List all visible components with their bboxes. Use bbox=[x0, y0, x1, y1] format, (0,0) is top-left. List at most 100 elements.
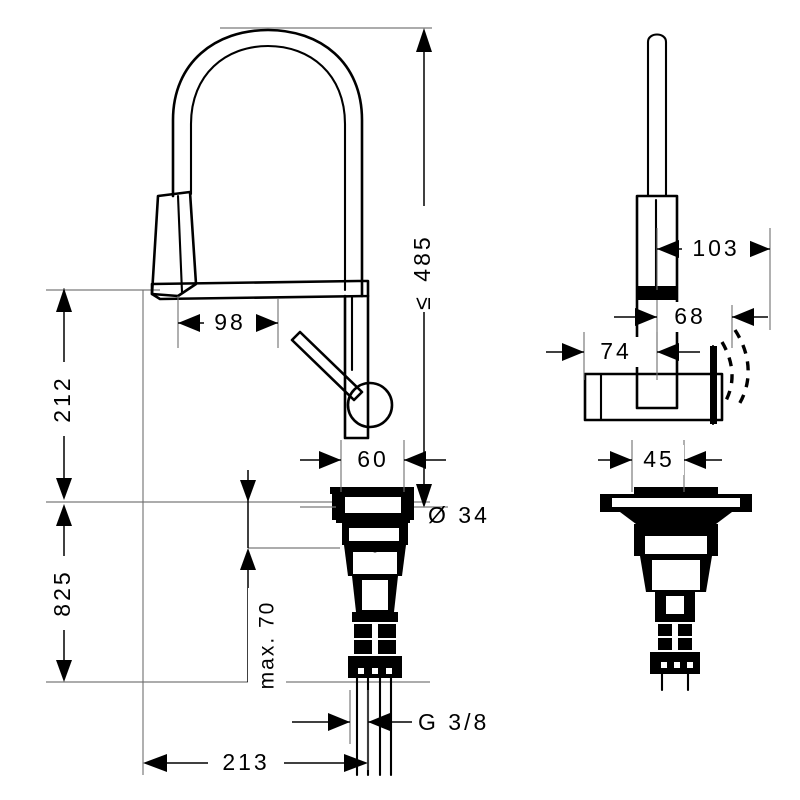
side-spray-head bbox=[646, 33, 668, 198]
dim-825-text-bg bbox=[46, 556, 84, 630]
connector-gap-1 bbox=[372, 624, 378, 638]
shank-nut-screw bbox=[371, 545, 379, 553]
swivel-arc-indicator-inner bbox=[720, 341, 734, 405]
pull-down-spray-head bbox=[150, 190, 198, 298]
dimension-max-deck-thickness: max. 70 bbox=[240, 470, 340, 706]
dim-825-arrow-top bbox=[56, 504, 72, 526]
threaded-shank-inner bbox=[362, 580, 388, 610]
spout-horizontal-bar bbox=[150, 279, 370, 301]
dim-60-arrow-left bbox=[319, 451, 341, 469]
gooseneck-spout-inner bbox=[189, 44, 347, 292]
lever-handle-bar bbox=[290, 330, 364, 402]
dim-60-arrow-right bbox=[404, 451, 426, 469]
escutcheon-inner bbox=[345, 497, 401, 513]
dim-g38-arrow-right bbox=[368, 713, 390, 731]
dim-g38-label: G 3/8 bbox=[418, 709, 489, 735]
dim-45-label: 45 bbox=[643, 446, 675, 472]
dim-98-arrow-right bbox=[256, 314, 278, 332]
dim-70-arrow-upper bbox=[240, 480, 256, 502]
dim-213-label: 213 bbox=[222, 749, 269, 775]
dim-68-arrow-right bbox=[732, 308, 754, 326]
dimension-side-68: 68 bbox=[614, 300, 768, 354]
side-base-gap-1 bbox=[661, 662, 667, 668]
deck-nut-inner bbox=[349, 528, 399, 541]
dim-45-arrow-left bbox=[610, 451, 632, 469]
side-shank-nut-inner bbox=[652, 560, 700, 590]
connector-base-gap-3 bbox=[386, 668, 392, 674]
dim-485-arrow-bottom bbox=[416, 484, 432, 508]
dim-213-arrow-left bbox=[143, 754, 167, 772]
dim-98-arrow-left bbox=[178, 314, 200, 332]
dim-103-arrow-left bbox=[657, 240, 679, 258]
dim-485-text-bg bbox=[404, 206, 444, 312]
side-rib-gap-1 bbox=[672, 624, 678, 636]
escutcheon-bottom-plate bbox=[336, 518, 410, 523]
dim-74-text-bg bbox=[590, 337, 646, 367]
dim-212-label: 212 bbox=[49, 375, 75, 422]
side-escutcheon-top bbox=[634, 487, 718, 494]
connector-base bbox=[348, 656, 402, 678]
dim-98-text-bg bbox=[204, 308, 256, 338]
dim-74-arrow-left bbox=[562, 343, 584, 361]
dimension-install-heights: 212 825 bbox=[46, 288, 84, 682]
body-column bbox=[343, 294, 370, 440]
side-deck-nut-inner bbox=[645, 536, 707, 554]
shank-nut-inner bbox=[353, 552, 397, 574]
side-escutcheon-inner bbox=[612, 498, 740, 507]
dim-825-arrow-bottom bbox=[56, 660, 72, 682]
dimension-side-74: 74 bbox=[546, 332, 700, 380]
dim-60-text-bg bbox=[346, 445, 400, 475]
dim-485-prefix: ≤ bbox=[409, 294, 435, 310]
dim-diameter-label: Ø 34 bbox=[428, 502, 490, 528]
dim-825-label: 825 bbox=[49, 569, 75, 616]
dim-60-label: 60 bbox=[357, 446, 389, 472]
side-base-gap-3 bbox=[687, 662, 693, 668]
spray-head-seam bbox=[176, 194, 184, 294]
dimension-overall-height: 485 ≤ bbox=[404, 28, 444, 508]
dim-103-arrow-right bbox=[748, 240, 770, 258]
connector-base-gap-2 bbox=[372, 668, 378, 674]
connector-base-gap-1 bbox=[358, 668, 364, 674]
side-escutcheon-bevel bbox=[620, 512, 732, 524]
connector-gap-2 bbox=[372, 640, 378, 654]
dimension-side-45: 45 bbox=[598, 440, 722, 492]
dim-68-text-bg bbox=[664, 302, 720, 332]
dim-103-text-bg bbox=[682, 234, 750, 264]
side-handle-edge bbox=[710, 346, 717, 424]
dimension-spout-reach: 98 bbox=[177, 296, 279, 348]
dim-485-arrow-top bbox=[416, 28, 432, 52]
side-elevation-faucet bbox=[583, 33, 752, 692]
dim-212-arrow-bottom bbox=[56, 478, 72, 500]
dim-213-text-bg bbox=[208, 748, 284, 778]
side-collar-band bbox=[637, 286, 677, 300]
dim-98-label: 98 bbox=[214, 309, 246, 335]
lever-handle-pivot bbox=[346, 381, 394, 429]
side-base-gap-2 bbox=[674, 662, 680, 668]
dim-g38-arrow-left bbox=[328, 713, 350, 731]
gooseneck-spout-outer bbox=[171, 28, 364, 298]
dimension-hole-diameter: Ø 34 bbox=[300, 502, 490, 528]
swivel-arc-indicator bbox=[733, 329, 750, 407]
dim-485-label: 485 bbox=[409, 234, 435, 281]
dim-212-text-bg bbox=[46, 362, 84, 436]
dim-213-arrow-right bbox=[344, 754, 368, 772]
dimension-body-width: 60 bbox=[300, 440, 446, 492]
dim-70-text-bg bbox=[248, 588, 286, 706]
side-handle-arm bbox=[583, 372, 724, 422]
side-rib-1 bbox=[655, 614, 695, 622]
dim-45-text-bg bbox=[634, 445, 684, 475]
dim-45-arrow-right bbox=[684, 451, 706, 469]
escutcheon-top-plate bbox=[330, 487, 414, 494]
side-shank-inner bbox=[666, 596, 684, 614]
dim-68-label: 68 bbox=[674, 303, 706, 329]
connector-rib-1 bbox=[352, 612, 398, 622]
dimension-supply-thread: G 3/8 bbox=[292, 690, 489, 770]
side-rib-gap-2 bbox=[672, 638, 678, 650]
dim-68-arrow-left bbox=[635, 308, 657, 326]
dim-max70-label: max. 70 bbox=[256, 601, 279, 690]
dim-212-arrow-top bbox=[56, 288, 72, 312]
dimension-side-103: 103 bbox=[656, 228, 771, 330]
dim-103-label: 103 bbox=[692, 235, 739, 261]
